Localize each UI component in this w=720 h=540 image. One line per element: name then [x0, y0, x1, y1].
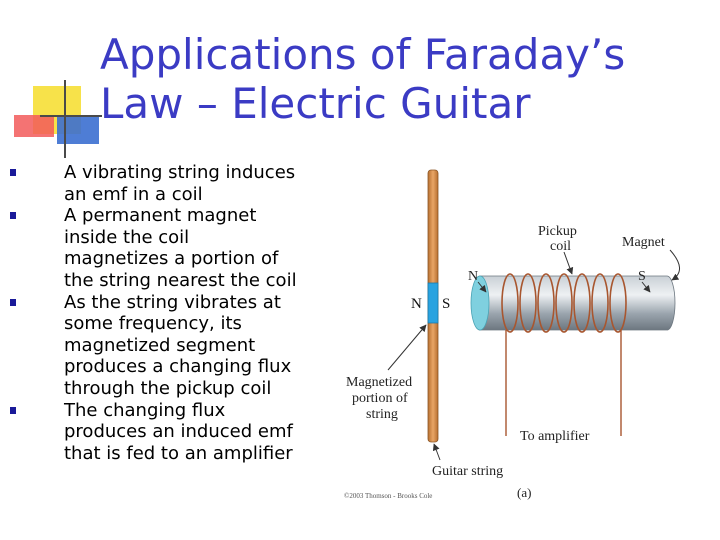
bullet-line: through the pickup coil	[64, 377, 272, 399]
amplifier-leads	[505, 330, 622, 436]
magnetized-label-line1: Magnetized	[346, 375, 412, 390]
pickup-coil-label-line1: Pickup	[538, 224, 577, 239]
decor-red-square	[14, 115, 54, 137]
figure-part-label: (a)	[517, 485, 531, 500]
title-line: Applications of Faraday’s	[100, 30, 626, 79]
magnet-label: Magnet	[622, 235, 665, 250]
magnetized-arrow	[387, 324, 427, 371]
bullet-item: The changing flux produces an induced em…	[8, 400, 338, 465]
magnet-n-arrow	[477, 281, 487, 293]
magnetized-segment	[427, 282, 439, 324]
pickup-coil	[501, 273, 627, 333]
bullet-line: As the string vibrates at	[64, 291, 281, 313]
slide-title: Applications of Faraday’s Law – Electric…	[100, 30, 700, 128]
magnet-arrow	[669, 249, 680, 281]
bullet-item: As the string vibrates at some frequency…	[8, 292, 338, 400]
magnetized-label-line2: portion of	[352, 391, 408, 406]
string-s-label: S	[442, 296, 450, 312]
bullet-line: The changing flux	[64, 399, 226, 421]
guitar-string-label: Guitar string	[432, 464, 503, 479]
bullet-line: magnetized segment	[64, 334, 256, 356]
bullet-line: produces a changing flux	[64, 356, 292, 378]
title-line: Law – Electric Guitar	[100, 79, 531, 128]
pickup-coil-label-line2: coil	[550, 239, 571, 254]
square-bullet-icon	[10, 406, 16, 414]
bullet-line: some frequency, its	[64, 313, 242, 335]
bullet-line: A permanent magnet	[64, 205, 257, 227]
decor-horizontal-line	[40, 115, 102, 117]
amplifier-label: To amplifier	[520, 429, 590, 444]
bullet-item: A permanent magnet inside the coil magne…	[8, 205, 338, 291]
magnet-s-label: S	[638, 269, 646, 284]
copyright-text: ©2003 Thomson - Brooks Cole	[344, 492, 432, 500]
string-n-label: N	[411, 296, 422, 312]
bullet-line: an emf in a coil	[64, 183, 203, 205]
guitar-string-arrow	[432, 443, 441, 461]
magnet-s-arrow	[641, 281, 651, 293]
square-bullet-icon	[10, 298, 16, 306]
guitar-pickup-diagram: N S Pickup coil Magnet N S Magnetized po…	[344, 169, 680, 500]
bullet-item: A vibrating string induces an emf in a c…	[8, 162, 338, 205]
bullet-line: magnetizes a portion of	[64, 248, 279, 270]
square-bullet-icon	[10, 169, 16, 176]
bullet-line: produces an induced emf	[64, 421, 293, 443]
bullet-line: A vibrating string induces	[64, 162, 296, 183]
magnetized-label-line3: string	[366, 407, 398, 422]
decor-vertical-line	[64, 80, 66, 158]
magnet-n-label: N	[468, 269, 478, 284]
bullet-line: the string nearest the coil	[64, 269, 297, 291]
bullet-list: A vibrating string induces an emf in a c…	[8, 162, 338, 464]
bullet-line: that is fed to an amplifier	[64, 442, 293, 464]
bullet-line: inside the coil	[64, 226, 190, 248]
square-bullet-icon	[10, 212, 16, 220]
pickup-coil-arrow	[563, 251, 574, 275]
